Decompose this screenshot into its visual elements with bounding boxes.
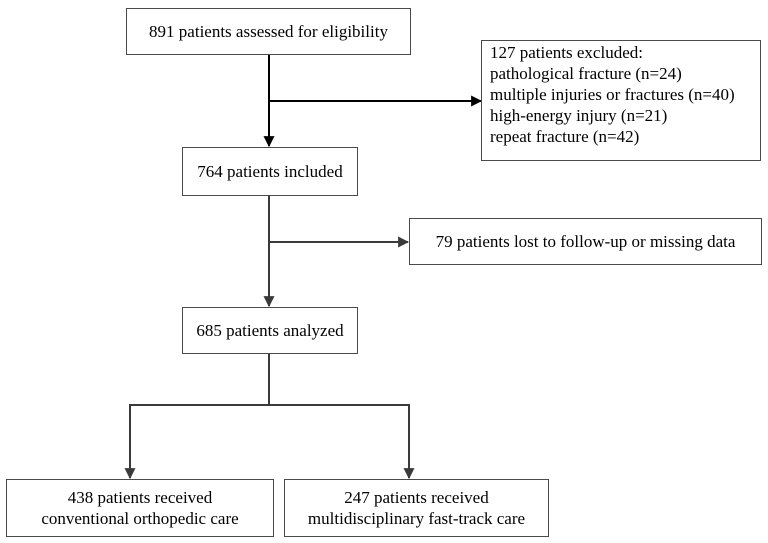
excluded-reason: high-energy injury (n=21): [490, 106, 668, 125]
excluded-title: 127 patients excluded:: [490, 43, 643, 62]
excluded-box: 127 patients excluded: pathological frac…: [481, 40, 761, 161]
analyzed-label: 685 patients analyzed: [196, 321, 344, 340]
excluded-reason: repeat fracture (n=42): [490, 127, 640, 146]
assessed-box: 891 patients assessed for eligibility: [126, 8, 411, 55]
fasttrack-line2: multidisciplinary fast-track care: [307, 509, 526, 528]
assessed-label: 891 patients assessed for eligibility: [149, 22, 388, 41]
fasttrack-care-box: 247 patients received multidisciplinary …: [284, 479, 549, 537]
lost-label: 79 patients lost to follow-up or missing…: [435, 232, 736, 251]
lost-box: 79 patients lost to follow-up or missing…: [409, 218, 762, 265]
conventional-line1: 438 patients received: [67, 488, 213, 507]
excluded-reason: multiple injuries or fractures (n=40): [490, 85, 735, 104]
excluded-reason: pathological fracture (n=24): [490, 64, 682, 83]
conventional-care-box: 438 patients received conventional ortho…: [6, 479, 274, 537]
included-box: 764 patients included: [182, 147, 358, 196]
fasttrack-line1: 247 patients received: [344, 488, 489, 507]
included-label: 764 patients included: [197, 162, 343, 181]
conventional-line2: conventional orthopedic care: [41, 509, 239, 528]
analyzed-box: 685 patients analyzed: [182, 307, 358, 354]
